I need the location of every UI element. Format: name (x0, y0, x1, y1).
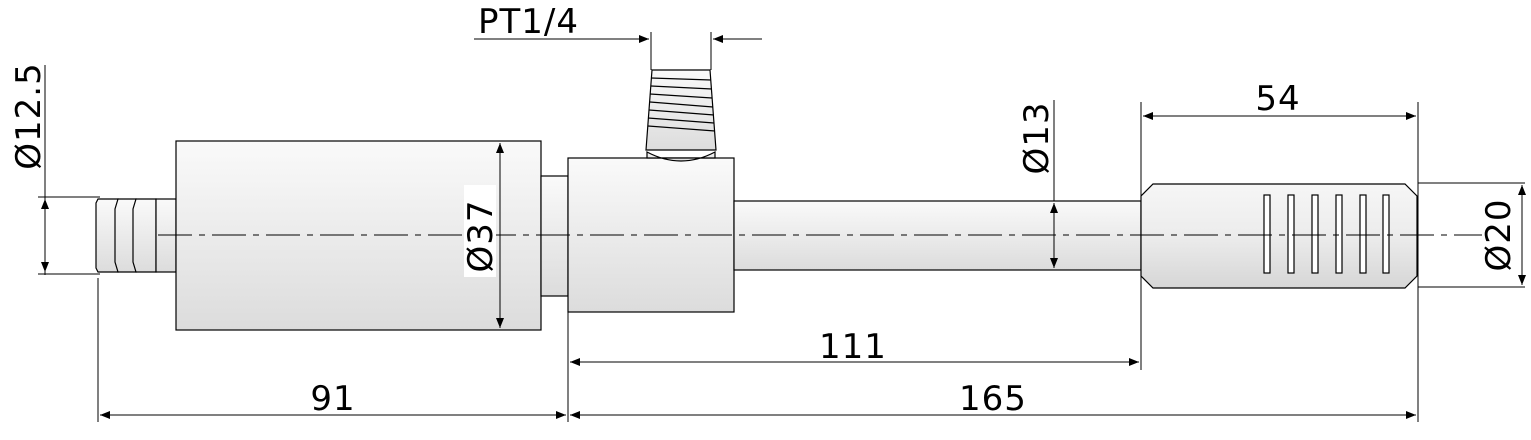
slot (1382, 194, 1390, 274)
slot (1287, 194, 1295, 274)
label-thread: PT1/4 (478, 2, 579, 42)
sensor-tip (1140, 183, 1418, 289)
label-tube-diameter: Ø13 (1017, 101, 1057, 174)
slot (1335, 194, 1343, 274)
dimension-lines (41, 35, 1526, 419)
slot (1311, 194, 1319, 274)
label-54: 54 (1255, 79, 1300, 119)
hose-barb (95, 198, 177, 273)
slot (1359, 194, 1367, 274)
extension-lines (38, 32, 1525, 422)
label-body-diameter: Ø37 (461, 199, 501, 272)
label-hose-diameter: Ø12.5 (9, 62, 49, 169)
threaded-port (645, 69, 717, 162)
label-91: 91 (310, 379, 355, 419)
label-111: 111 (819, 327, 887, 367)
slot (1263, 194, 1271, 274)
neck (540, 175, 569, 297)
label-tip-diameter: Ø20 (1479, 198, 1519, 271)
label-165: 165 (959, 379, 1027, 419)
